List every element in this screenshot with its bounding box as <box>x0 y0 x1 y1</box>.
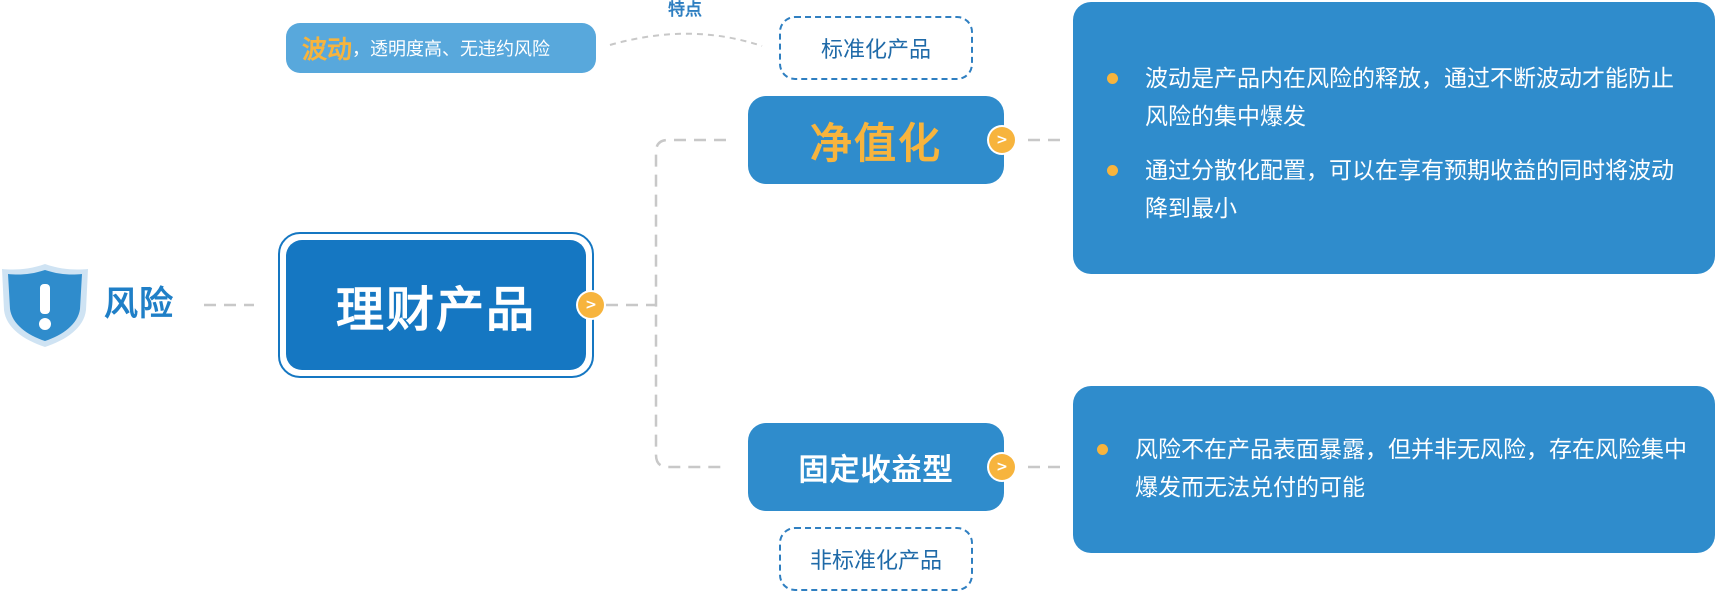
tag-standard-product: 标准化产品 <box>779 16 973 80</box>
risk-label: 风险 <box>104 284 174 324</box>
net-value-detail-card: 波动是产品内在风险的释放，通过不断波动才能防止风险的集中爆发 通过分散化配置，可… <box>1073 2 1715 274</box>
root-node[interactable]: 理财产品 <box>278 232 594 378</box>
net-value-expand-badge[interactable]: > <box>989 127 1015 153</box>
feature-text: ，透明度高、无违约风险 <box>352 39 551 60</box>
bullet-dot <box>1107 165 1118 176</box>
detail-text: 通过分散化配置，可以在享有预期收益的同时将波动降到最小 <box>1145 158 1674 222</box>
detail-text: 波动是产品内在风险的释放，通过不断波动才能防止风险的集中爆发 <box>1145 66 1674 130</box>
detail-bullet: 波动是产品内在风险的释放，通过不断波动才能防止风险的集中爆发 <box>1107 60 1689 136</box>
root-expand-badge[interactable]: > <box>578 292 604 318</box>
detail-bullet: 通过分散化配置，可以在享有预期收益的同时将波动降到最小 <box>1107 152 1689 228</box>
detail-text: 风险不在产品表面暴露，但并非无风险，存在风险集中爆发而无法兑付的可能 <box>1135 437 1687 501</box>
feature-keyword: 波动 <box>302 35 353 64</box>
fixed-income-expand-badge[interactable]: > <box>989 454 1015 480</box>
node-net-value[interactable]: 净值化 <box>748 96 1004 184</box>
bullet-dot <box>1097 444 1108 455</box>
feature-pill: 波动 ，透明度高、无违约风险 <box>286 23 596 73</box>
connector-trunk-branches <box>654 138 726 469</box>
tag-nonstandard-product: 非标准化产品 <box>779 527 973 591</box>
node-fixed-income[interactable]: 固定收益型 <box>748 423 1004 511</box>
fixed-income-detail-card: 风险不在产品表面暴露，但并非无风险，存在风险集中爆发而无法兑付的可能 <box>1073 386 1715 553</box>
bullet-dot <box>1107 73 1118 84</box>
feature-label: 特点 <box>668 0 702 20</box>
detail-bullet: 风险不在产品表面暴露，但并非无风险，存在风险集中爆发而无法兑付的可能 <box>1097 431 1689 507</box>
shield-exclamation-icon <box>2 264 88 347</box>
connector-feature-curve <box>609 32 763 47</box>
root-node-label: 理财产品 <box>286 240 586 370</box>
